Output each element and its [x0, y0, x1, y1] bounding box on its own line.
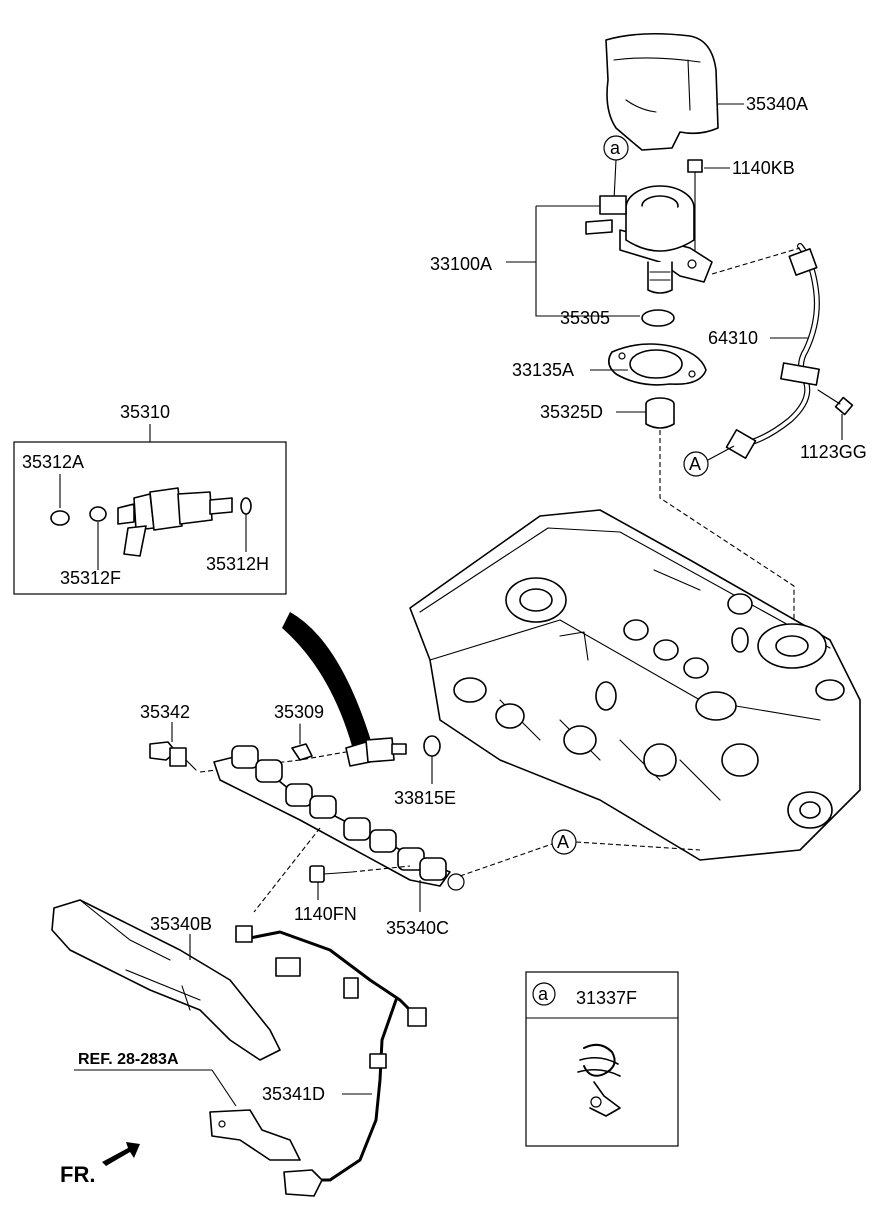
label-35325d: 35325D — [540, 402, 603, 422]
pointer-arrow — [282, 612, 372, 746]
label-33135a: 33135A — [512, 360, 574, 380]
bracket-ref — [209, 1109, 301, 1161]
bolt-1140kb — [687, 159, 703, 261]
svg-text:A: A — [557, 832, 569, 852]
label-35312a: 35312A — [22, 452, 84, 472]
label-35342: 35342 — [140, 702, 190, 722]
washer-35312h — [240, 497, 252, 515]
svg-text:a: a — [610, 138, 621, 158]
clamp-31337f — [577, 1043, 621, 1117]
sensor-35342 — [149, 741, 197, 771]
label-33100a: 33100A — [430, 254, 492, 274]
gasket-33135a — [608, 343, 707, 386]
front-arrow-icon — [102, 1142, 140, 1166]
callout-a-top: a — [603, 135, 629, 201]
cover-35340a — [605, 32, 719, 151]
heat-shield-35340b — [51, 899, 281, 1061]
seal-33815e — [423, 735, 441, 757]
label-35309: 35309 — [274, 702, 324, 722]
label-1123gg: 1123GG — [800, 442, 867, 462]
label-1140fn: 1140FN — [294, 904, 357, 924]
label-35340c: 35340C — [386, 918, 449, 938]
label-35340a: 35340A — [746, 94, 808, 114]
label-1140kb: 1140KB — [732, 158, 795, 178]
fuel-pipe-64310 — [725, 243, 820, 459]
label-35341d: 35341D — [262, 1084, 325, 1104]
oring-35305 — [641, 309, 675, 327]
label-31337f: 31337F — [576, 988, 637, 1008]
label-35305: 35305 — [560, 308, 610, 328]
bolt-1140fn — [309, 865, 353, 883]
injector-installed — [345, 737, 407, 767]
label-33815e: 33815E — [394, 788, 456, 808]
label-64310: 64310 — [708, 328, 758, 348]
label-35310: 35310 — [120, 402, 170, 422]
bolt-1123gg — [817, 389, 854, 440]
label-35312h: 35312H — [206, 554, 269, 574]
washer-35312f — [89, 506, 107, 522]
injector-kit-box — [13, 441, 287, 595]
washer-35312a — [50, 510, 70, 526]
tappet-35325d — [645, 397, 675, 429]
pump-33100a — [585, 185, 713, 294]
clip-35309 — [291, 723, 313, 761]
cylinder-head — [409, 509, 861, 861]
label-35312f: 35312F — [60, 568, 121, 588]
injector-35310 — [117, 487, 233, 557]
ref-28-283a: REF. 28-283A — [78, 1051, 179, 1068]
detail-box-31337f — [525, 971, 679, 1147]
callout-A-right: A — [683, 445, 735, 477]
harness-35341d — [235, 925, 427, 1197]
label-35340b: 35340B — [150, 914, 212, 934]
front-label: FR. — [60, 1162, 95, 1187]
callout-A-mid: A — [551, 829, 577, 855]
fuel-rail-35340c — [213, 745, 465, 891]
svg-text:A: A — [689, 454, 701, 474]
callout-a-box: a — [538, 984, 549, 1004]
